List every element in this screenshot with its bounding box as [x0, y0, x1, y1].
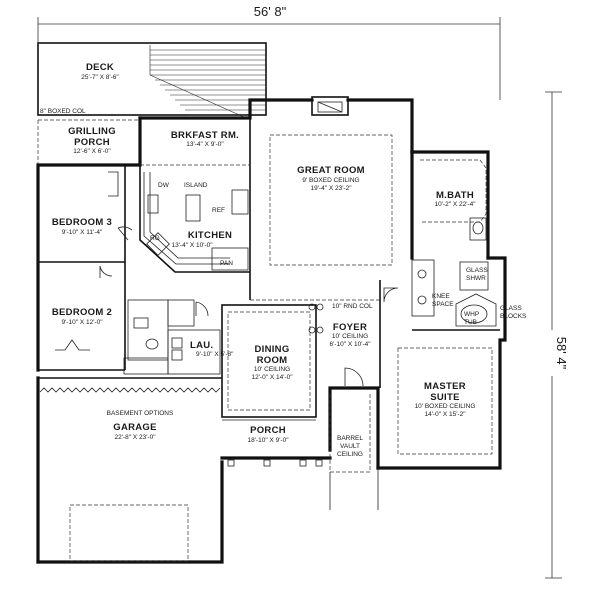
hall-bath — [123, 299, 169, 375]
pantry-label: PAN — [220, 260, 233, 267]
sink-1 — [417, 269, 427, 279]
basement-options-note: BASEMENT OPTIONS — [107, 410, 174, 417]
great-room: GREAT ROOM 9' BOXED CEILING 19'-4" X 23'… — [249, 118, 393, 301]
porch-size: 18'-10" X 9'-0" — [247, 437, 289, 444]
grilling-porch-label-line2: PORCH — [74, 137, 110, 148]
foyer-ceiling-note: 10' CEILING — [332, 333, 368, 340]
master-suite: MASTER SUITE 10' BOXED CEILING 14'-0" X … — [383, 287, 493, 455]
barrel-vault-line3: CEILING — [337, 451, 363, 458]
whirlpool-tub-label-1: WHP — [464, 311, 479, 318]
garage-label: GARAGE — [113, 422, 157, 433]
porch-label: PORCH — [250, 425, 286, 436]
dining-room-label-line2: ROOM — [257, 355, 288, 366]
master-suite-size: 14'-0" X 15'-2" — [424, 411, 466, 418]
foyer: FOYER 10' CEILING 6'-10" X 10'-4" — [329, 280, 381, 388]
deck-hatching — [149, 45, 266, 119]
bedroom-2: BEDROOM 2 9'-10" X 12'-0" — [38, 262, 126, 371]
dishwasher — [147, 194, 159, 214]
kitchen: DW ISLAND REF RG PAN KITCHEN 13'-4" X 10… — [139, 165, 250, 273]
deck-area: DECK 25'-7" X 8'-6" 8" BOXED COL — [37, 42, 267, 119]
master-bath-label: M.BATH — [436, 190, 474, 201]
foyer-size: 6'-10" X 10'-4" — [329, 341, 371, 348]
dining-room-ceiling-note: 10' CEILING — [254, 366, 290, 373]
laundry-size: 9'-10" X 5'-8" — [196, 351, 234, 358]
great-room-size: 19'-4" X 23'-2" — [310, 185, 352, 192]
dining-room: DINING ROOM 10' CEILING 12'-0" X 14'-0" — [221, 304, 317, 418]
width-dimension-label: 56' 8" — [254, 4, 287, 19]
island-label: ISLAND — [184, 182, 208, 189]
master-toilet — [472, 221, 484, 235]
garage-door — [69, 504, 189, 562]
bedroom-2-label: BEDROOM 2 — [52, 307, 112, 318]
round-column-note: 10" RND COL — [332, 303, 373, 310]
dryer — [171, 349, 183, 361]
round-columns: 10" RND COL — [308, 303, 373, 334]
whirlpool-tub — [455, 293, 497, 327]
bath-sink — [133, 317, 149, 329]
fireplace — [311, 96, 349, 116]
glass-shower-label-2: SHWR — [466, 275, 486, 282]
glass-blocks-label-2: BLOCKS — [500, 313, 527, 320]
deck-size: 25'-7" X 8'-6" — [81, 74, 119, 81]
master-suite-label-line2: SUITE — [430, 392, 459, 403]
depth-dimension: 58' 4" — [545, 91, 569, 579]
garage: BASEMENT OPTIONS GARAGE 22'-8" X 23'-0" — [38, 377, 222, 562]
master-suite-boxed-ceiling — [397, 347, 493, 455]
knee-space-label-2: SPACE — [432, 301, 454, 308]
laundry: LAU. 9'-10" X 5'-8" — [167, 299, 234, 375]
grilling-porch: GRILLING PORCH 12'-6" X 6'-0" — [37, 119, 140, 165]
glass-shower — [459, 261, 489, 291]
front-porch: PORCH 18'-10" X 9'-0" BARREL VAULT CEILI… — [222, 394, 379, 510]
range — [146, 232, 170, 256]
kitchen-island — [185, 194, 201, 222]
vanity — [411, 259, 435, 317]
range-label: RG — [150, 235, 160, 242]
master-suite-ceiling-note: 10' BOXED CEILING — [415, 403, 476, 410]
foyer-label: FOYER — [333, 322, 367, 333]
depth-dimension-label: 58' 4" — [554, 337, 569, 370]
knee-space-label-1: KNEE — [432, 293, 450, 300]
boxed-col-note: 8" BOXED COL — [40, 108, 86, 115]
great-room-label: GREAT ROOM — [297, 165, 365, 176]
bedroom-3-size: 9'-10" X 11'-4" — [62, 229, 103, 236]
washer — [171, 337, 183, 349]
whirlpool-tub-label-2: TUB — [464, 319, 477, 326]
refrigerator — [231, 189, 249, 215]
glass-shower-label-1: GLASS — [466, 267, 488, 274]
laundry-label: LAU. — [190, 340, 213, 351]
toilet — [145, 338, 159, 350]
width-dimension: 56' 8" — [37, 4, 501, 100]
glass-blocks-label-1: GLASS — [500, 305, 522, 312]
breakfast-room: BRKFAST RM. 13'-4" X 9'-0" — [140, 130, 250, 166]
grilling-porch-size: 12'-6" X 6'-0" — [73, 148, 111, 155]
kitchen-label: KITCHEN — [188, 230, 232, 241]
pantry — [211, 247, 249, 271]
barrel-vault-line1: BARREL — [337, 435, 363, 442]
kitchen-size: 13'-4" X 10'-0" — [171, 242, 213, 249]
master-bath: M.BATH 10'-2" X 22'-4" GLASS SHWR KNEE S… — [411, 159, 527, 331]
master-suite-label-line1: MASTER — [424, 381, 466, 392]
master-bath-size: 10'-2" X 22'-4" — [434, 201, 476, 208]
great-room-ceiling-note: 9' BOXED CEILING — [302, 177, 359, 184]
great-room-boxed-ceiling — [269, 134, 393, 266]
bedroom-3: BEDROOM 3 9'-10" X 11'-4" — [38, 165, 133, 263]
dishwasher-label: DW — [158, 182, 170, 189]
master-toilet-room — [469, 217, 487, 241]
exterior-walls — [36, 98, 507, 564]
deck-label: DECK — [86, 62, 114, 73]
breakfast-room-label: BRKFAST RM. — [171, 130, 239, 141]
refrigerator-label: REF — [212, 207, 225, 214]
dining-room-size: 12'-0" X 14'-0" — [251, 374, 293, 381]
barrel-vault-line2: VAULT — [340, 443, 360, 450]
garage-size: 22'-8" X 23'-0" — [114, 434, 156, 441]
bedroom-3-label: BEDROOM 3 — [52, 217, 112, 228]
bedroom-2-size: 9'-10" X 12'-0" — [61, 319, 103, 326]
breakfast-room-size: 13'-4" X 9'-0" — [186, 141, 224, 148]
dining-room-label-line1: DINING — [254, 344, 289, 355]
sink-2 — [417, 295, 427, 305]
grilling-porch-label-line1: GRILLING — [68, 126, 116, 137]
